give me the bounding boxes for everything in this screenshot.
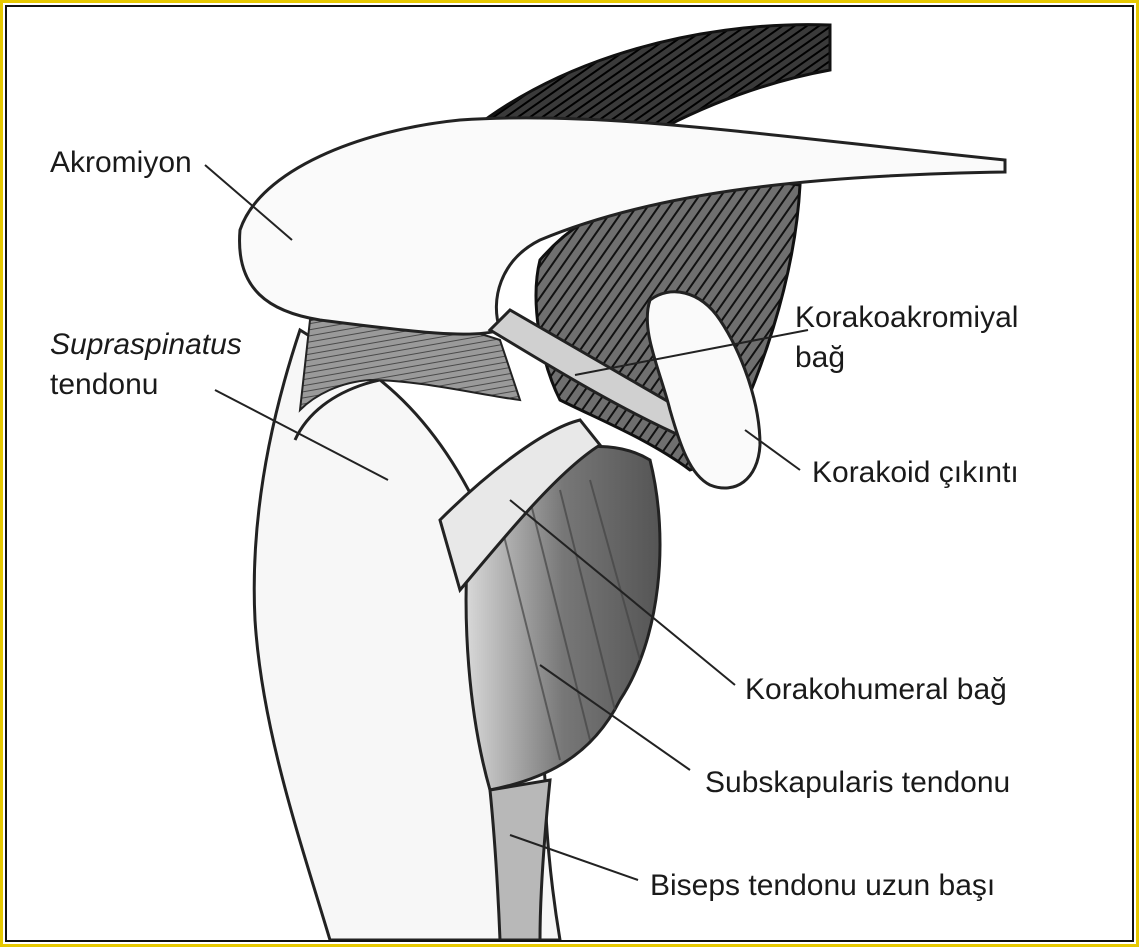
label-korakohumeral: Korakohumeral bağ [745,672,1007,708]
label-korakoakromiyal-line2: bağ [795,340,845,376]
label-supraspinatus-line1: Supraspinatus [50,327,242,363]
label-supraspinatus-line2: tendonu [50,367,158,403]
label-korakoid: Korakoid çıkıntı [812,455,1019,491]
label-subskapularis: Subskapularis tendonu [705,765,1010,801]
label-akromiyon: Akromiyon [50,145,192,181]
label-korakoakromiyal-line1: Korakoakromiyal [795,300,1018,336]
label-biseps: Biseps tendonu uzun başı [650,868,995,904]
biceps-tendon [490,780,550,940]
